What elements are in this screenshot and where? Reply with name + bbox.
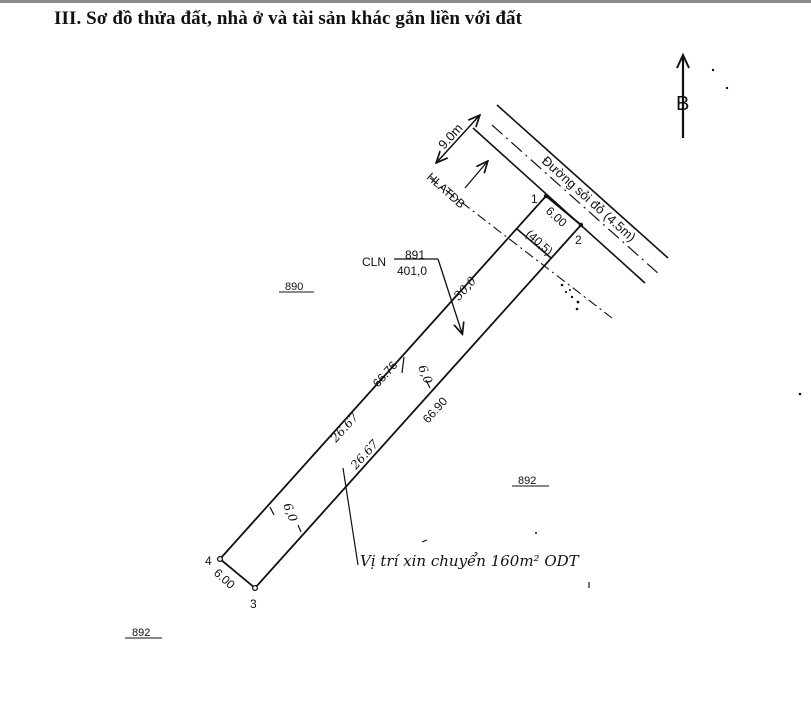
- road-width-dimension: 9.0m: [435, 116, 479, 162]
- top-border: [0, 0, 811, 3]
- hand-left-segment: 26.67: [327, 410, 361, 446]
- handwritten-annotations: 30,0 6,0 26.67 26.67 6,0 Vị trí xin chuy…: [269, 274, 590, 588]
- parcel-outline: [216, 193, 584, 592]
- corner-3: 3: [250, 597, 257, 611]
- corner-1: 1: [531, 192, 538, 206]
- land-type: CLN: [362, 255, 386, 269]
- hand-top-segment: 30,0: [451, 274, 480, 303]
- neighbor-890: 890: [285, 281, 303, 293]
- scan-specks: [560, 283, 580, 311]
- neighbor-labels: 890 892 892: [125, 281, 549, 639]
- north-arrow-icon: B: [676, 52, 690, 138]
- road-name: Đường sỏi đỏ (4.5m): [539, 153, 639, 245]
- parcel-number: 891: [405, 248, 425, 262]
- hand-mid-width: 6,0: [415, 363, 435, 386]
- page-title: III. Sơ đồ thửa đất, nhà ở và tài sản kh…: [54, 8, 523, 29]
- transfer-note: Vị trí xin chuyển 160m² ODT: [360, 552, 580, 570]
- neighbor-892-right: 892: [518, 475, 536, 487]
- road: Đường sỏi đỏ (4.5m): [472, 104, 669, 284]
- front-width: 6.00: [543, 204, 570, 230]
- corner-2: 2: [575, 233, 582, 247]
- setback-label: HLATĐB: [424, 170, 468, 211]
- parcel-label: CLN 891 401,0: [362, 248, 462, 333]
- hand-bottom-width: 6,0: [280, 501, 300, 524]
- corner-4: 4: [205, 554, 212, 568]
- north-label: B: [676, 93, 689, 115]
- neighbor-892-bottom: 892: [132, 627, 150, 639]
- parcel-area: 401,0: [397, 264, 427, 278]
